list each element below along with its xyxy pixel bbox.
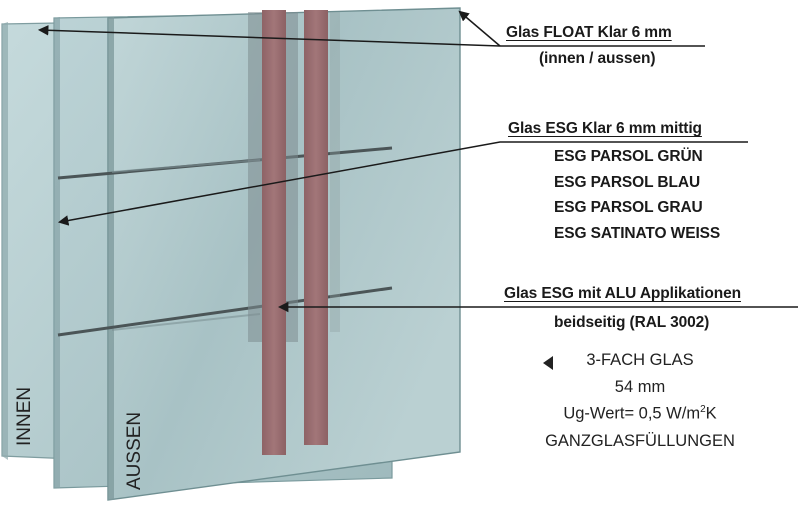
arrow-esg <box>57 141 748 226</box>
esg-option-3: ESG PARSOL GRAU <box>554 199 703 216</box>
alu-horizontal-lines <box>57 146 393 337</box>
callout-float-title: Glas FLOAT Klar 6 mm <box>506 24 672 41</box>
arrow-float-outer <box>458 10 501 47</box>
callout-float-sub: (innen / aussen) <box>539 50 656 67</box>
esg-option-1: ESG PARSOL GRÜN <box>554 148 703 165</box>
callout-alu-title: Glas ESG mit ALU Applikationen <box>504 285 741 302</box>
info-ug-value: Ug-Wert= 0,5 W/m2K <box>563 404 717 423</box>
callout-alu-sub: beidseitig (RAL 3002) <box>554 314 710 331</box>
esg-option-2: ESG PARSOL BLAU <box>554 174 701 191</box>
esg-option-4: ESG SATINATO WEISS <box>554 225 721 242</box>
triangle-left-icon <box>543 356 553 370</box>
callout-arrows <box>37 10 798 313</box>
arrow-float-inner <box>37 25 705 47</box>
label-inner: INNEN <box>14 386 35 446</box>
label-outer: AUSSEN <box>124 411 145 490</box>
callout-esg-title: Glas ESG Klar 6 mm mittig <box>508 120 702 137</box>
alu-red-stripes <box>262 10 328 455</box>
info-type: GANZGLASFÜLLUNGEN <box>545 432 735 450</box>
info-thickness: 54 mm <box>614 378 666 396</box>
info-layers: 3-FACH GLAS <box>586 351 694 369</box>
